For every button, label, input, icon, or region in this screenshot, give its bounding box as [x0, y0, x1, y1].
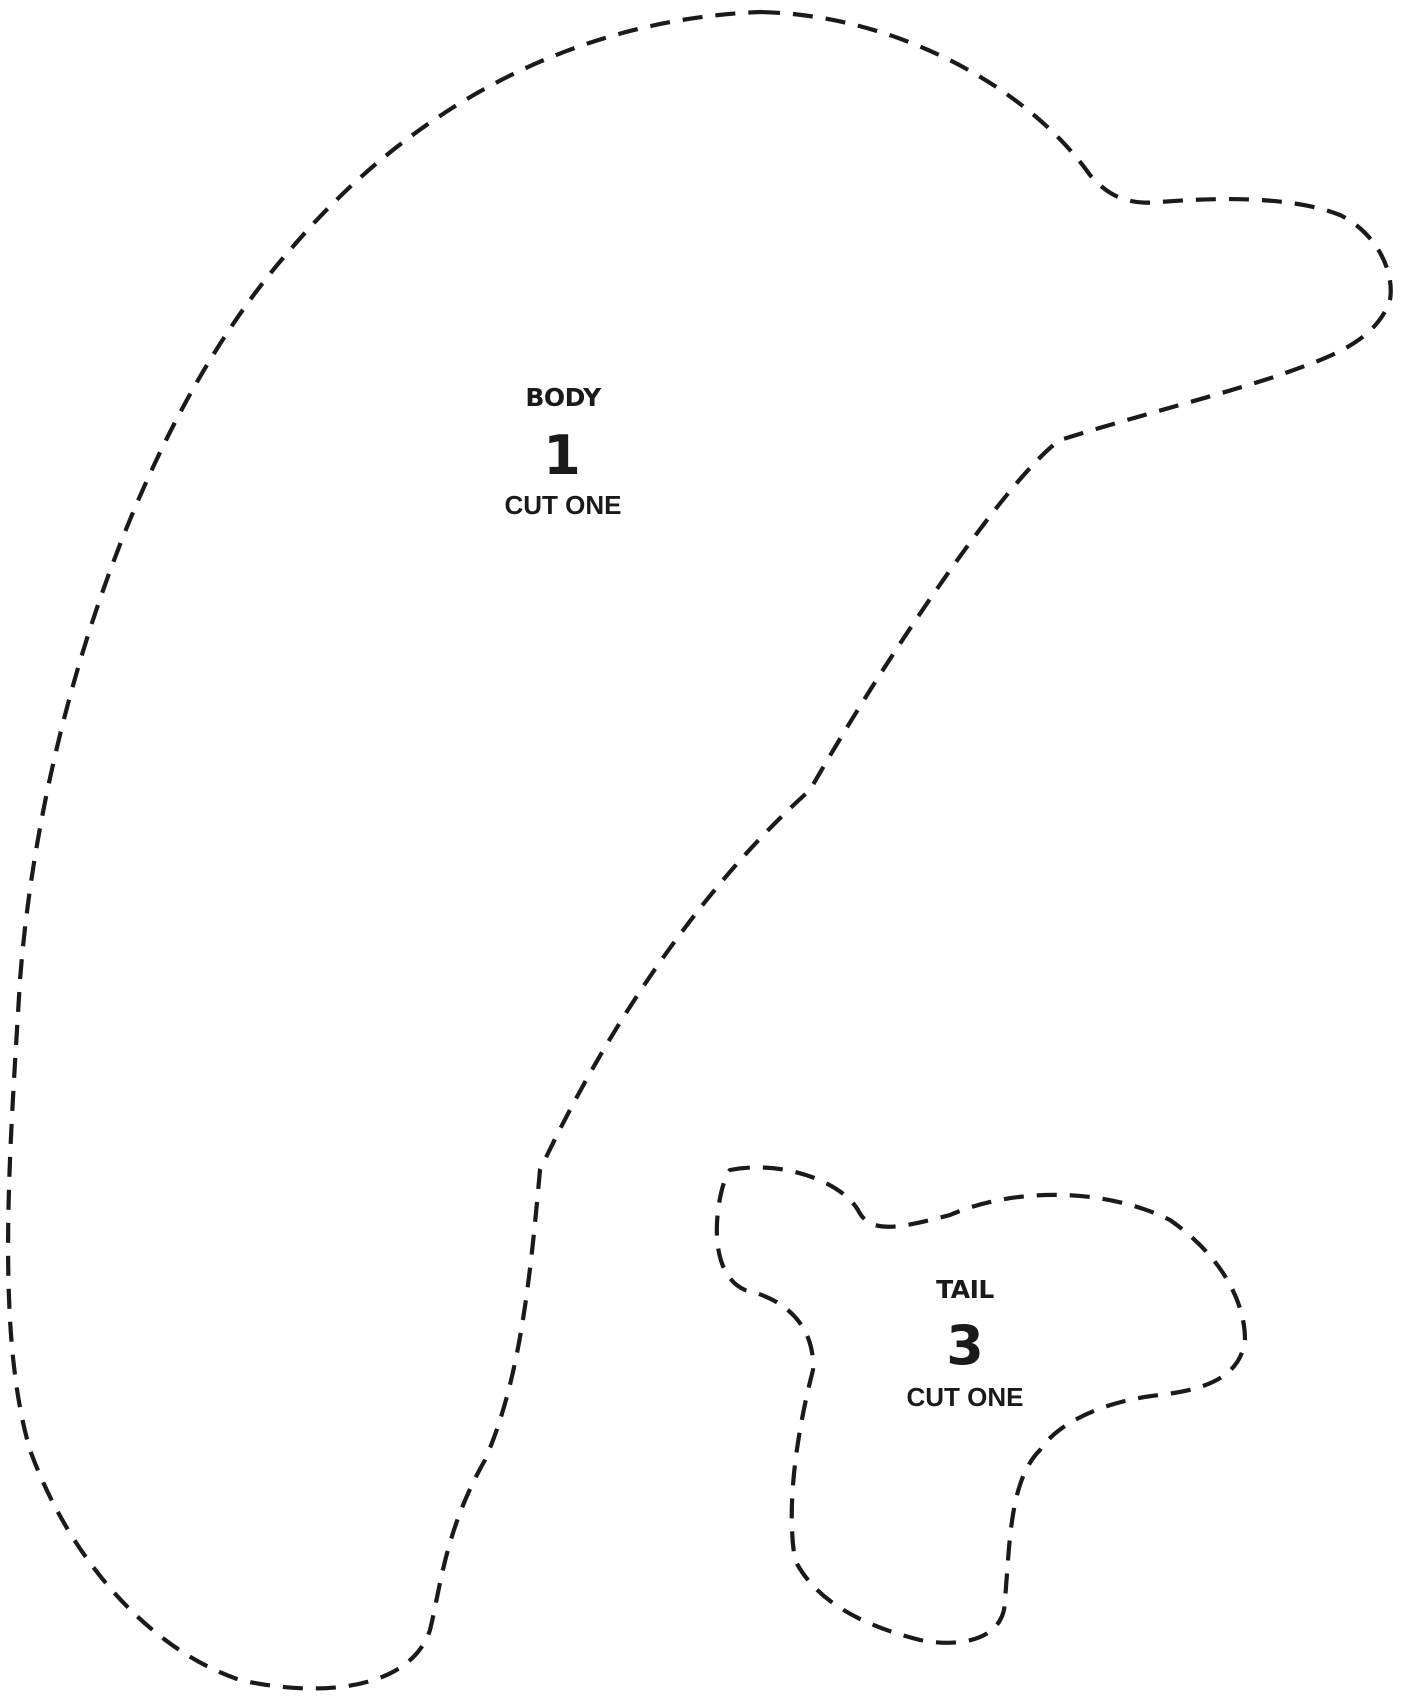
- tail-piece: TAIL 3 CUT ONE: [714, 1165, 1248, 1645]
- body-piece-name: BODY: [525, 383, 602, 412]
- body-piece-number: 1: [543, 424, 581, 487]
- tail-piece-number: 3: [946, 1314, 984, 1377]
- tail-piece-name: TAIL: [936, 1275, 994, 1304]
- body-piece: BODY 1 CUT ONE: [5, 9, 1393, 1691]
- tail-cut-instruction: CUT ONE: [907, 1382, 1024, 1412]
- body-cut-line: [5, 9, 1393, 1691]
- body-cut-instruction: CUT ONE: [505, 490, 622, 520]
- tail-cut-line: [714, 1165, 1248, 1645]
